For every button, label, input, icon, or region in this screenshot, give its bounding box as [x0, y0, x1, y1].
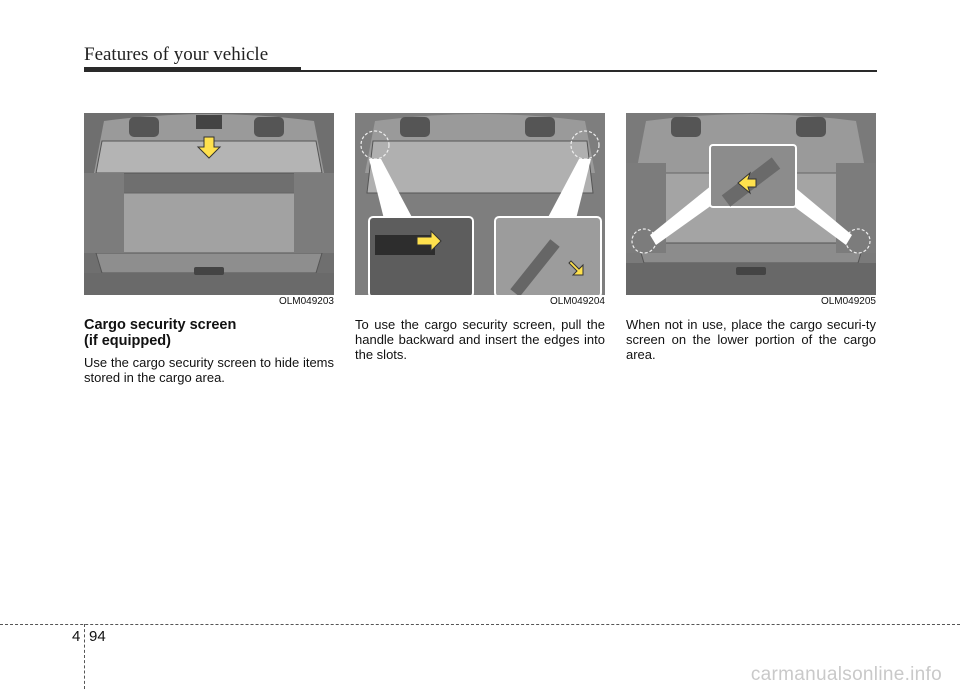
figure-caption-bar: OLM049205: [626, 295, 876, 309]
page-number: 94: [89, 628, 106, 645]
cargo-area-illustration: [84, 113, 334, 309]
watermark: carmanualsonline.info: [750, 664, 942, 685]
figure-code: OLM049203: [278, 296, 334, 307]
figure-caption-bar: OLM049203: [84, 295, 334, 309]
heading-line1: Cargo security screen: [84, 317, 237, 333]
header-rule-line: [301, 70, 877, 72]
up-arrow-icon: [737, 171, 757, 195]
chapter-number: 4: [72, 628, 81, 645]
figure-code: OLM049205: [820, 296, 876, 307]
cargo-slots-illustration: [355, 113, 605, 309]
section-heading: Cargo security screen (if equipped): [84, 317, 334, 349]
figure-cargo-screen: OLM049203: [84, 113, 334, 309]
down-arrow-icon: [196, 136, 222, 159]
header-rule: [84, 67, 301, 72]
footer-divider: [0, 624, 960, 625]
figure-cargo-slots: OLM049204: [355, 113, 605, 309]
footer-vertical-divider: [84, 624, 85, 689]
figure-code: OLM049204: [549, 296, 605, 307]
figure-cargo-stowed: OLM049205: [626, 113, 876, 309]
column-storage-instructions: When not in use, place the cargo securi-…: [626, 317, 876, 362]
column-use-instructions: To use the cargo security screen, pull t…: [355, 317, 605, 362]
page-header-title: Features of your vehicle: [84, 44, 269, 65]
paragraph: Use the cargo security screen to hide it…: [84, 355, 334, 385]
cargo-stowed-illustration: [626, 113, 876, 309]
left-arrow-icon: [416, 229, 442, 253]
column-cargo-screen: Cargo security screen (if equipped) Use …: [84, 317, 334, 385]
figure-caption-bar: OLM049204: [355, 295, 605, 309]
curved-arrow-icon: [568, 260, 584, 276]
heading-line2: (if equipped): [84, 333, 171, 349]
paragraph: To use the cargo security screen, pull t…: [355, 317, 605, 362]
paragraph: When not in use, place the cargo securi-…: [626, 317, 876, 362]
